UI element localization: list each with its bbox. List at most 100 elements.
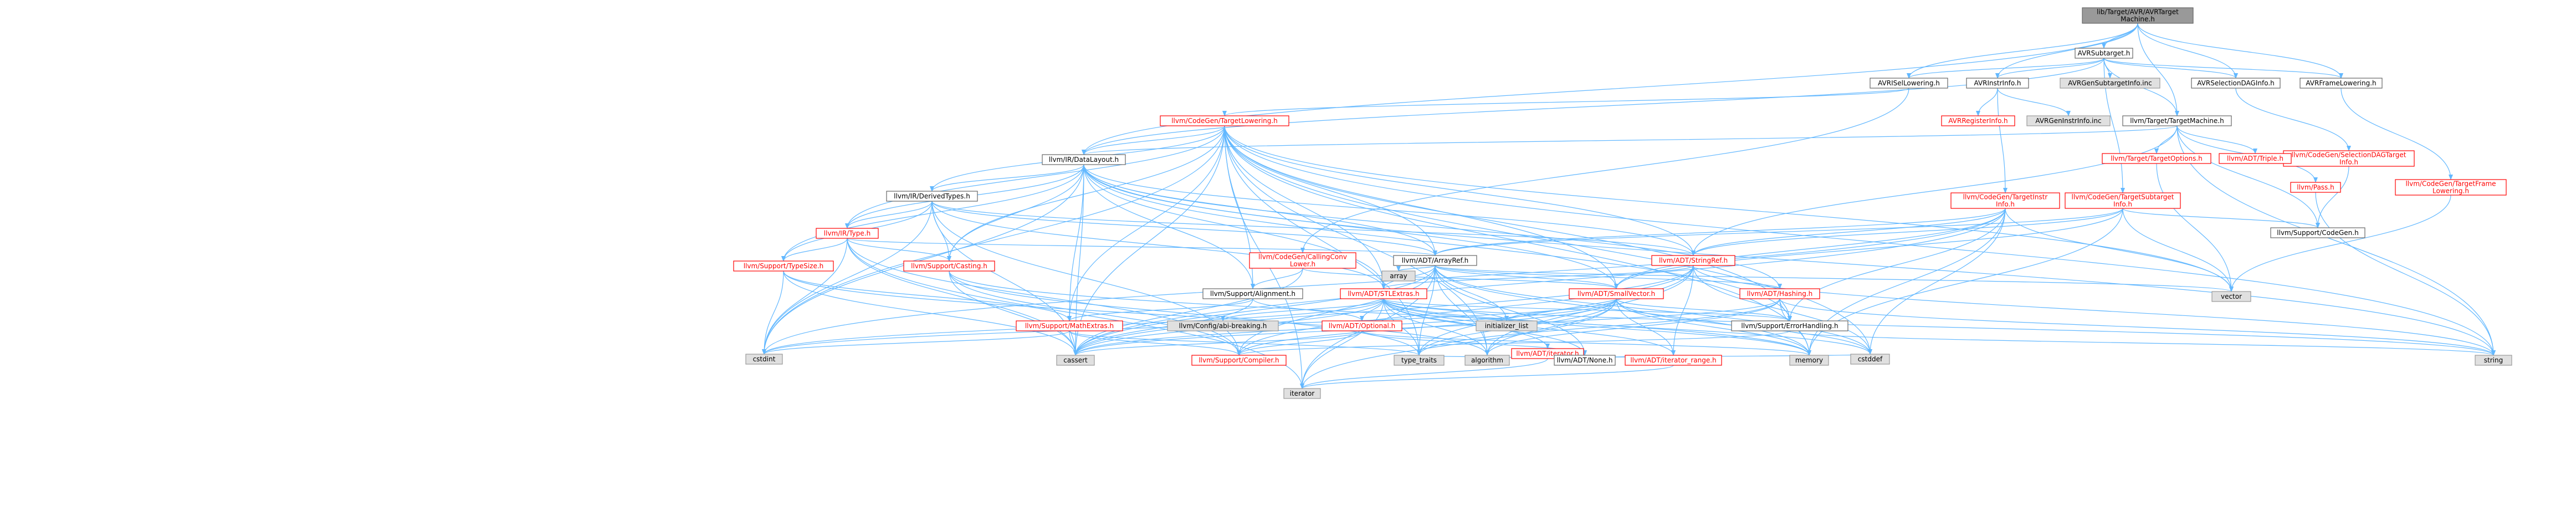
node-compiler[interactable]: llvm/Support/Compiler.h [1191, 355, 1287, 366]
node-none[interactable]: llvm/ADT/None.h [1554, 355, 1616, 366]
node-triple-box [2219, 153, 2292, 164]
edge-mathextras-to-type_traits [1069, 330, 1421, 356]
node-algorithm: algorithm [1464, 355, 1510, 366]
edge-stlextras-to-initializer_list [1383, 298, 1509, 321]
edge-derivedtypes-to-type [845, 201, 933, 229]
node-array-box [1381, 270, 1416, 282]
edge-targetsubtargetinfo-to-codegen [2122, 208, 2320, 228]
node-targetlowering[interactable]: llvm/CodeGen/TargetLowering.h [1160, 115, 1289, 126]
node-arrayref-box [1393, 255, 1477, 266]
edge-targetsubtargetinfo-to-memory [1807, 208, 2123, 356]
edge-smallvector-to-algorithm [1485, 298, 1617, 356]
node-iterator-label: iterator [1290, 390, 1315, 397]
edge-targetlowering-to-type_traits [1224, 125, 1421, 356]
node-datalayout[interactable]: llvm/IR/DataLayout.h [1042, 154, 1126, 165]
node-type[interactable]: llvm/IR/Type.h [816, 228, 879, 239]
node-mathextras[interactable]: llvm/Support/MathExtras.h [1016, 320, 1123, 331]
node-optional[interactable]: llvm/ADT/Optional.h [1322, 320, 1402, 331]
edge-arrayref-to-cstddef [1435, 265, 1872, 355]
node-selectiondagtargetinfo-label: Info.h [2339, 159, 2358, 166]
node-codegen[interactable]: llvm/Support/CodeGen.h [2270, 227, 2365, 238]
edge-targetmachine-to-stringref [1691, 125, 2178, 256]
edge-typesize-to-cstdint [762, 270, 784, 355]
node-cstdint-box [745, 354, 783, 365]
node-iterator_range[interactable]: llvm/ADT/iterator_range.h [1625, 355, 1722, 366]
node-avrisellowering[interactable]: AVRISelLowering.h [1870, 78, 1948, 89]
edge-targetlowering-to-arrayref [1224, 125, 1437, 256]
node-avrframelowering[interactable]: AVRFrameLowering.h [2300, 78, 2383, 89]
node-avrinstrinfo[interactable]: AVRInstrInfo.h [1966, 78, 2029, 89]
edge-targetinstrinfo-to-vector [2005, 208, 2234, 292]
edge-casting-to-cassert [949, 270, 1078, 356]
edge-smallvector-to-errorhandling [1616, 298, 1792, 321]
edge-derivedtypes-to-compiler [931, 201, 1241, 356]
node-typesize-box [733, 260, 834, 272]
edge-stlextras-to-errorhandling [1383, 298, 1792, 321]
node-optional-label: llvm/ADT/Optional.h [1329, 322, 1395, 330]
edge-arrayref-to-cassert [1073, 265, 1436, 356]
edge-targetsubtargetinfo-to-stringref [1691, 208, 2123, 256]
edge-smallvector-to-iterator_range [1616, 298, 1676, 356]
edge-datalayout-to-stlextras [1083, 164, 1386, 289]
node-optional-box [1322, 320, 1402, 331]
edge-targetlowering-to-stringref [1224, 125, 1696, 256]
node-iterator_range-label: llvm/ADT/iterator_range.h [1630, 356, 1716, 364]
node-arrayref[interactable]: llvm/ADT/ArrayRef.h [1393, 255, 1477, 266]
edge-avrisellowering-to-callingconvlower [1300, 88, 1909, 253]
node-typesize-label: llvm/Support/TypeSize.h [744, 262, 824, 270]
edge-alignment-to-mathextras [1067, 298, 1253, 321]
node-avrregisterinfo[interactable]: AVRRegisterInfo.h [1941, 115, 2015, 126]
node-targetmachine[interactable]: llvm/Target/TargetMachine.h [2122, 115, 2232, 126]
edge-targetmachine-to-datalayout [1082, 125, 2178, 155]
node-avrselectiondaginfo[interactable]: AVRSelectionDAGInfo.h [2191, 78, 2281, 89]
node-targetframelowering-box [2395, 179, 2507, 196]
node-stringref[interactable]: llvm/ADT/StringRef.h [1651, 255, 1735, 266]
node-alignment[interactable]: llvm/Support/Alignment.h [1202, 288, 1303, 299]
node-alignment-box [1202, 288, 1303, 299]
node-targetsubtargetinfo-label: llvm/CodeGen/TargetSubtarget [2071, 193, 2174, 201]
edge-stringref-to-iterator_range [1671, 265, 1694, 356]
edge-datalayout-to-alignment [1083, 164, 1255, 289]
node-callingconvlower-label: llvm/CodeGen/CallingConv [1258, 253, 1347, 261]
edge-stlextras-to-cstddef [1383, 298, 1872, 355]
edge-targetframelowering-to-vector [2229, 195, 2451, 292]
edge-targetmachine-to-targetoptions [2154, 125, 2178, 154]
node-alignment-label: llvm/Support/Alignment.h [1210, 290, 1295, 298]
node-cstdint-label: cstdint [753, 355, 776, 363]
node-avrframelowering-label: AVRFrameLowering.h [2306, 79, 2376, 87]
node-hashing[interactable]: llvm/ADT/Hashing.h [1739, 288, 1820, 299]
node-cassert-label: cassert [1063, 356, 1088, 364]
node-stlextras[interactable]: llvm/ADT/STLExtras.h [1340, 288, 1427, 299]
node-smallvector[interactable]: llvm/ADT/SmallVector.h [1569, 288, 1664, 299]
node-triple[interactable]: llvm/ADT/Triple.h [2219, 153, 2292, 164]
edge-root-to-avrselectiondaginfo [2137, 23, 2238, 79]
edge-targetlowering-to-type [845, 125, 1225, 229]
edge-avrsubtarget-to-avrselectiondaginfo [2103, 58, 2238, 79]
node-selectiondagtargetinfo-box [2283, 150, 2415, 167]
node-typesize[interactable]: llvm/Support/TypeSize.h [733, 260, 834, 272]
edge-hashing-to-cassert [1073, 298, 1780, 356]
node-errorhandling[interactable]: llvm/Support/ErrorHandling.h [1731, 320, 1848, 331]
edge-stlextras-to-optional [1360, 298, 1384, 321]
node-avrgeninstrinfo: AVRGenInstrInfo.inc [2026, 115, 2111, 126]
node-iterator_range-box [1625, 355, 1722, 366]
node-derivedtypes[interactable]: llvm/IR/DerivedTypes.h [886, 191, 978, 202]
edge-arrayref-to-smallvector [1435, 265, 1619, 289]
node-avrsubtarget[interactable]: AVRSubtarget.h [2075, 48, 2133, 59]
edge-derivedtypes-to-arrayref [931, 201, 1437, 256]
node-targetoptions[interactable]: llvm/Target/TargetOptions.h [2102, 153, 2211, 164]
edge-errorhandling-to-compiler [1237, 330, 1790, 356]
node-datalayout-box [1042, 154, 1126, 165]
node-casting[interactable]: llvm/Support/Casting.h [903, 260, 995, 272]
edge-targetsubtargetinfo-to-vector [2122, 208, 2234, 292]
node-avrselectiondaginfo-label: AVRSelectionDAGInfo.h [2197, 79, 2275, 87]
node-hashing-label: llvm/ADT/Hashing.h [1747, 290, 1813, 298]
node-pass[interactable]: llvm/Pass.h [2290, 182, 2341, 193]
edge-typesize-to-cassert [783, 270, 1078, 356]
